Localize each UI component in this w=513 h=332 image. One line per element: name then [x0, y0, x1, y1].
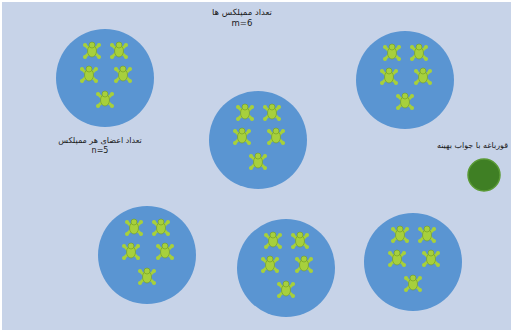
frog-icon	[380, 68, 398, 85]
frog-icon	[277, 281, 295, 298]
frog-icon	[114, 66, 132, 83]
frog-icon	[383, 44, 401, 61]
memeplex-circle	[98, 206, 196, 304]
frog-icon	[80, 66, 98, 83]
frog-icon	[96, 91, 114, 108]
frog-icon	[264, 232, 282, 249]
node-label: قورباغه با جواب بهینه	[437, 141, 508, 150]
frog-icon	[152, 219, 170, 236]
frog-icon	[414, 68, 432, 85]
node-label: تعداد اعضای هر ممپلکس	[58, 136, 142, 145]
memeplex-circle	[364, 213, 462, 311]
memeplex-circle	[356, 31, 454, 129]
memeplex-circle	[56, 29, 154, 127]
frog-icon	[396, 93, 414, 110]
frog-icon	[295, 256, 313, 273]
frog-icon	[122, 243, 140, 260]
memeplex-node: تعداد اعضای هر ممپلکسn=5	[40, 28, 168, 162]
frog-icon	[233, 128, 251, 145]
frog-icon	[291, 232, 309, 249]
frog-icon	[110, 42, 128, 59]
frog-icon	[125, 219, 143, 236]
best-frog-node: قورباغه با جواب بهینه	[410, 138, 510, 196]
best-frog-dot	[468, 159, 500, 191]
frog-icon	[418, 226, 436, 243]
frog-icon	[388, 250, 406, 267]
frog-icon	[156, 243, 174, 260]
frog-icon	[249, 153, 267, 170]
frog-icon	[422, 250, 440, 267]
frog-icon	[83, 42, 101, 59]
frog-icon	[138, 268, 156, 285]
frog-icon	[410, 44, 428, 61]
node-value: n=5	[92, 146, 109, 155]
memeplex-circle	[237, 219, 335, 317]
frog-icon	[391, 226, 409, 243]
frog-icon	[261, 256, 279, 273]
value-label: m=6	[232, 19, 253, 29]
frog-icon	[263, 104, 281, 121]
title-label: تعداد ممپلکس ها	[212, 8, 272, 18]
frog-icon	[236, 104, 254, 121]
frog-icon	[267, 128, 285, 145]
frog-icon	[404, 275, 422, 292]
memeplex-circle	[209, 91, 307, 189]
